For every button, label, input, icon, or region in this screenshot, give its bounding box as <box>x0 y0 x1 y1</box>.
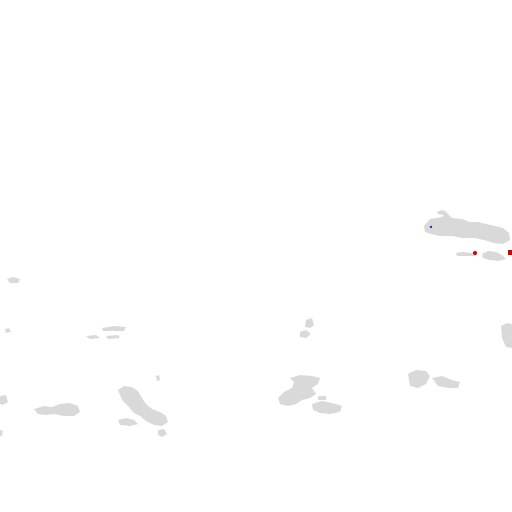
landmass-strip-c <box>106 335 120 339</box>
landmass-right-center-a <box>408 370 430 388</box>
landmass-lower-left-b <box>118 386 168 426</box>
landmass-layer <box>0 210 512 437</box>
red-marker-a[interactable] <box>473 251 477 255</box>
landmass-right-center-b <box>432 376 460 388</box>
landmass-upper-right-islet <box>437 210 447 215</box>
landmass-upper-right-strip <box>456 252 478 256</box>
landmass-lower-left-a <box>34 403 80 416</box>
landmass-center-north <box>305 318 314 328</box>
landmass-lower-left-c <box>118 418 138 426</box>
blue-marker[interactable] <box>429 225 433 229</box>
landmass-left-edge-a <box>0 395 8 405</box>
landmass-left-edge-b <box>0 430 3 436</box>
landmass-right-edge <box>501 323 512 348</box>
landmass-center-east <box>312 401 342 414</box>
landmass-strip-b <box>86 335 100 339</box>
landmass-lower-left-e <box>156 375 160 381</box>
landmass-upper-right-main <box>424 212 510 244</box>
landmass-lower-left-d <box>158 429 167 437</box>
marker-layer <box>429 225 512 255</box>
landmass-left-islet-b <box>5 328 11 333</box>
landmass-center-north-b <box>300 330 311 338</box>
landmass-center-east-b <box>318 396 326 400</box>
red-marker-b[interactable] <box>508 250 512 255</box>
landmass-center-main <box>278 375 320 406</box>
landmass-left-islet-a <box>7 277 20 283</box>
landmass-upper-right-fragment <box>482 251 506 261</box>
landmass-strip-a <box>102 326 126 331</box>
